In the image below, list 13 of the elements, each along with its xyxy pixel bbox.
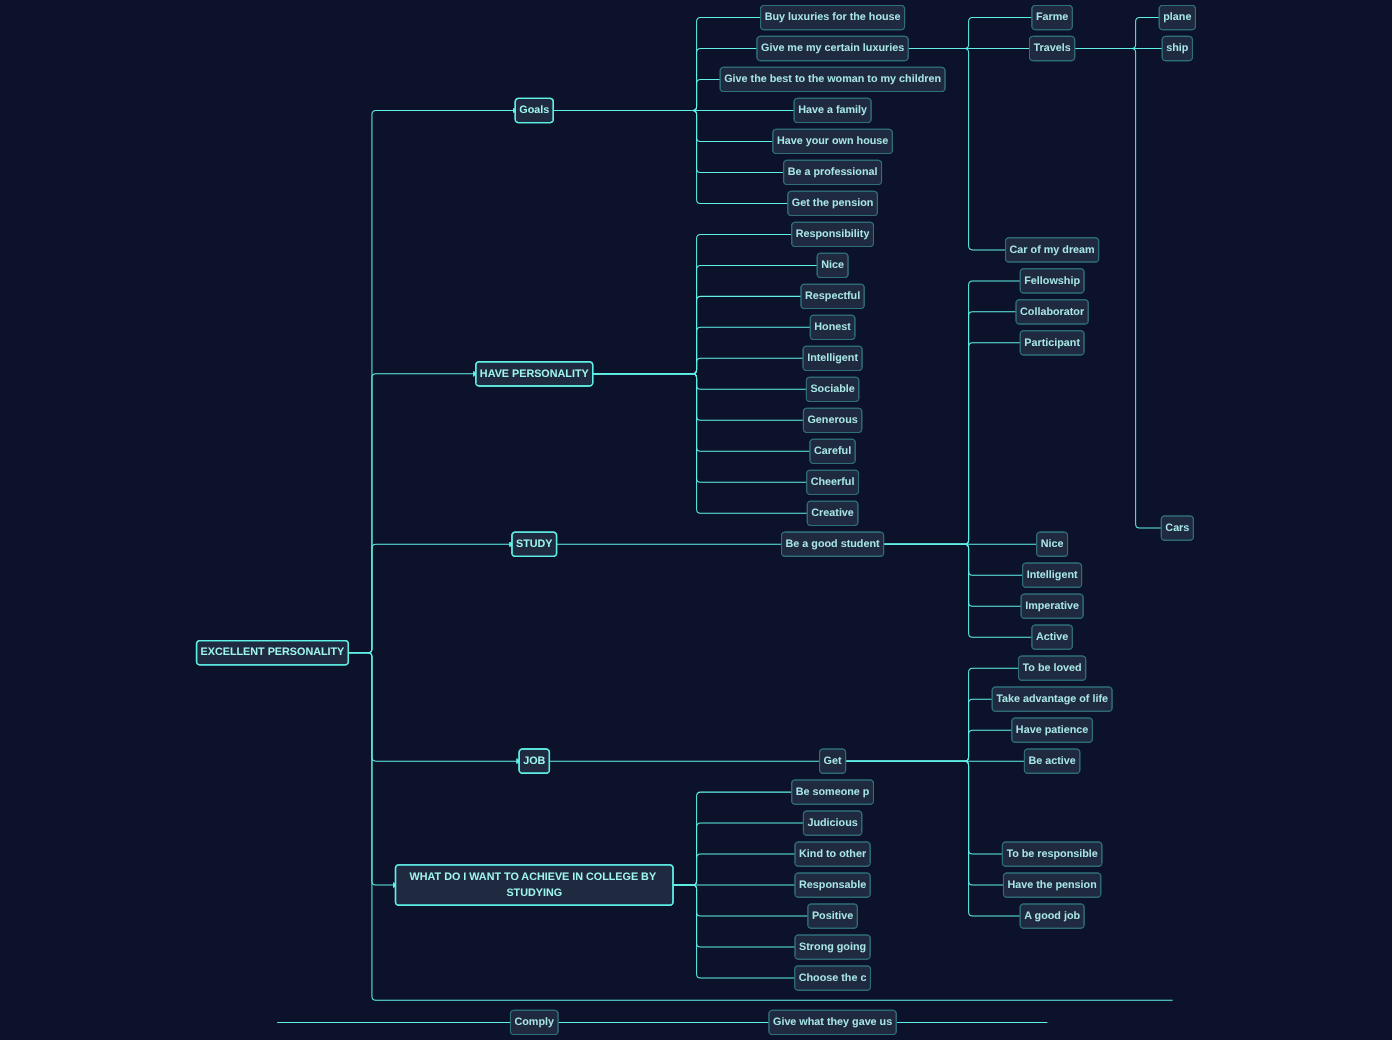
connector <box>556 543 783 545</box>
connector <box>592 373 808 514</box>
connector <box>907 48 1007 251</box>
connector <box>552 109 789 204</box>
connector <box>557 1022 770 1023</box>
connector <box>883 543 1033 638</box>
connector <box>276 1022 511 1023</box>
connector <box>548 760 821 762</box>
connector <box>347 652 1174 1001</box>
connector <box>845 760 1021 917</box>
connector <box>895 1022 1048 1023</box>
connector <box>672 884 796 979</box>
connector <box>1074 48 1162 529</box>
